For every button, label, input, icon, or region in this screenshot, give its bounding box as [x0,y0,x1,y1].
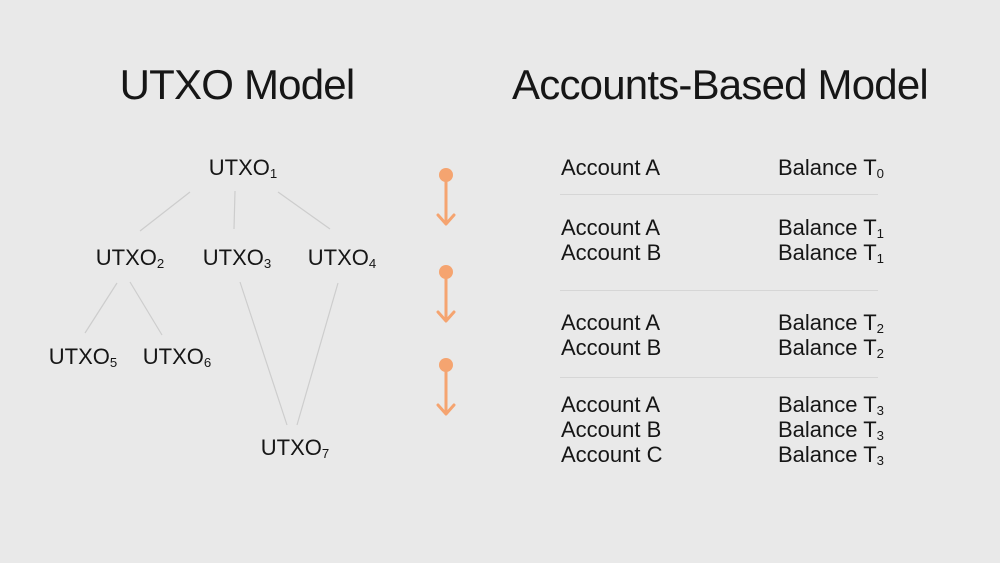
account-row: Account A Balance T0 [561,155,884,181]
utxo-node-subscript: 5 [109,354,118,370]
account-row: Account B Balance T2 [561,335,884,361]
account-cell: Account B [561,240,662,265]
accounts-group-t1: Account A Balance T1 Account B Balance T… [561,215,884,266]
utxo-node-2: UTXO2 [96,245,164,271]
arrow-down-icon [436,358,456,416]
balance-cell: Balance T3 [778,442,884,468]
tree-edge-3-7 [239,281,288,426]
balance-subscript: 1 [876,225,884,241]
balance-subscript: 3 [876,452,884,468]
balance-cell: Balance T0 [778,155,884,181]
utxo-node-label: UTXO [208,155,270,180]
tree-edge-2-5 [84,282,118,334]
accounts-group-t3: Account A Balance T3 Account B Balance T… [561,392,884,468]
balance-subscript: 3 [876,402,884,418]
utxo-node-subscript: 4 [368,255,377,271]
balance-cell: Balance T3 [778,392,884,418]
account-cell: Account B [561,335,662,360]
account-row: Account A Balance T1 [561,215,884,241]
balance-subscript: 2 [876,345,884,361]
arrow-origin-dot [439,168,453,182]
tree-edge-4-7 [296,282,339,426]
utxo-node-subscript: 1 [269,165,278,181]
balance-cell: Balance T3 [778,417,884,443]
account-row: Account B Balance T3 [561,417,884,443]
tree-edge-2-6 [129,281,163,336]
utxo-node-label: UTXO [307,245,369,270]
tree-edge-1-3 [233,190,236,230]
arrow-down-icon [436,168,456,226]
account-row: Account C Balance T3 [561,442,884,468]
utxo-node-3: UTXO3 [203,245,271,271]
utxo-node-1: UTXO1 [209,155,277,181]
arrow-head [436,310,456,323]
account-row: Account A Balance T3 [561,392,884,418]
balance-subscript: 3 [876,427,884,443]
utxo-node-subscript: 2 [156,255,165,271]
row-divider [560,377,878,378]
utxo-node-label: UTXO [202,245,264,270]
arrow-head [436,213,456,226]
accounts-based-model-title: Accounts-Based Model [512,61,929,108]
account-cell: Account A [561,310,661,335]
utxo-node-subscript: 7 [321,445,330,461]
balance-subscript: 1 [876,250,884,266]
account-row: Account A Balance T2 [561,310,884,336]
arrow-head [436,403,456,416]
accounts-group-t2: Account A Balance T2 Account B Balance T… [561,310,884,361]
utxo-node-4: UTXO4 [308,245,376,271]
balance-cell: Balance T2 [778,310,884,336]
balance-subscript: 0 [876,165,884,181]
utxo-node-subscript: 3 [263,255,272,271]
utxo-model-title: UTXO Model [119,61,356,108]
tree-edge-1-4 [277,191,331,230]
arrow-origin-dot [439,265,453,279]
arrow-origin-dot [439,358,453,372]
balance-cell: Balance T2 [778,335,884,361]
utxo-node-label: UTXO [48,344,110,369]
accounts-group-t0: Account A Balance T0 [561,155,884,181]
utxo-node-7: UTXO7 [261,435,329,461]
utxo-node-subscript: 6 [203,354,212,370]
arrow-down-icon [436,265,456,323]
row-divider [560,194,878,195]
tree-edge-1-2 [139,191,191,232]
balance-cell: Balance T1 [778,215,884,241]
utxo-tree-edges [84,190,339,426]
balance-subscript: 2 [876,320,884,336]
account-cell: Account A [561,155,661,180]
account-row: Account B Balance T1 [561,240,884,266]
utxo-node-6: UTXO6 [143,344,211,370]
balance-cell: Balance T1 [778,240,884,266]
account-cell: Account C [561,442,663,467]
utxo-node-label: UTXO [142,344,204,369]
utxo-node-5: UTXO5 [49,344,117,370]
account-cell: Account A [561,215,661,240]
utxo-node-label: UTXO [260,435,322,460]
row-divider [560,290,878,291]
utxo-node-label: UTXO [95,245,157,270]
account-cell: Account A [561,392,661,417]
account-cell: Account B [561,417,662,442]
